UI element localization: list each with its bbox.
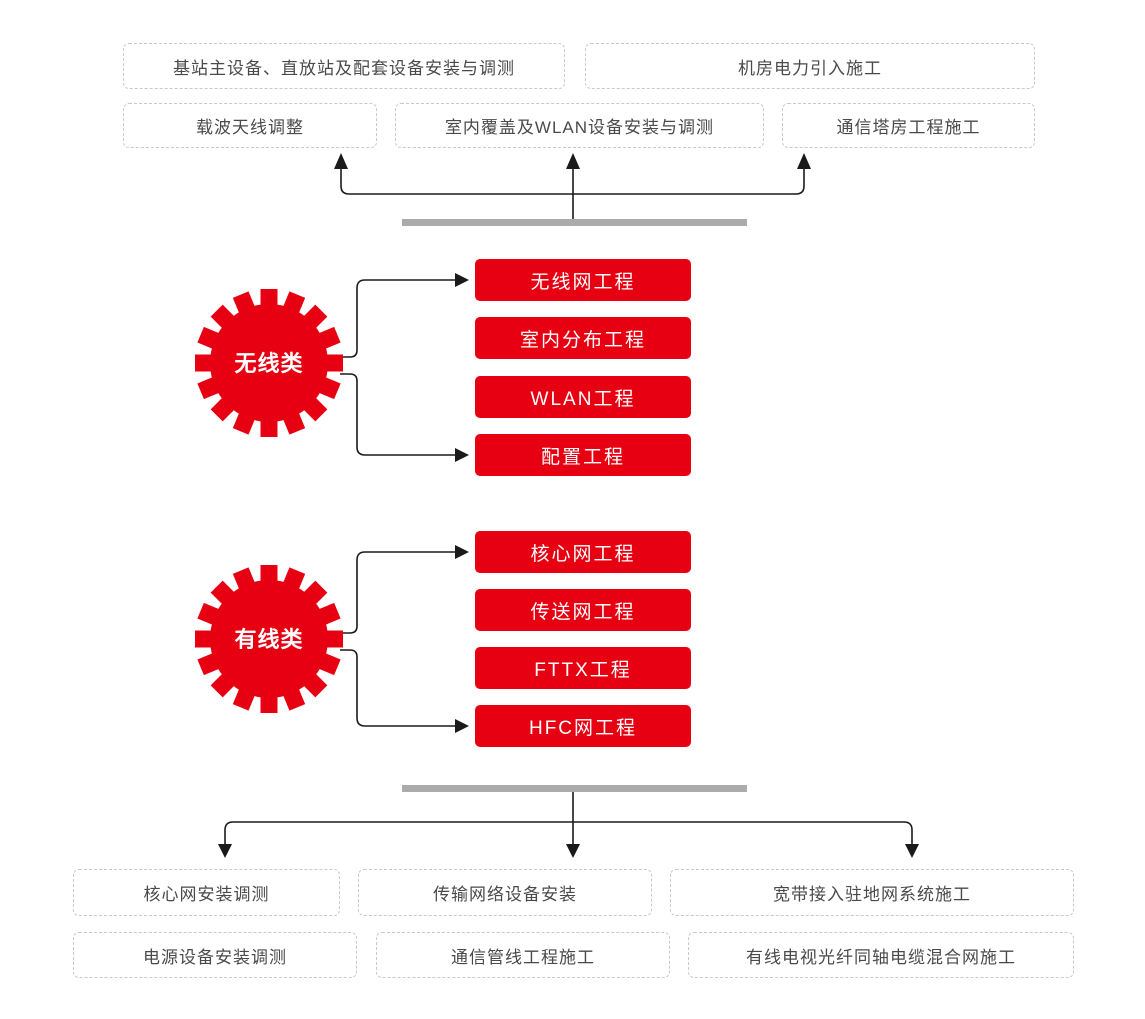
bottom-bracket-line [224, 821, 913, 846]
arrow-right-wireless-top [455, 273, 469, 287]
node-broadband-access: 宽带接入驻地网系统施工 [670, 869, 1074, 916]
node-base-station-equipment: 基站主设备、直放站及配套设备安装与调测 [123, 43, 565, 89]
arrow-right-wired-bottom [455, 719, 469, 733]
arrow-right-wired-top [455, 545, 469, 559]
item-configuration: 配置工程 [475, 434, 691, 476]
gear-wired-label: 有线类 [234, 627, 303, 652]
wireless-upper-line [340, 279, 456, 358]
node-power-introduction: 机房电力引入施工 [585, 43, 1035, 89]
arrow-up-left [334, 153, 348, 169]
arrow-down-right [905, 844, 919, 858]
arrow-down-left [218, 844, 232, 858]
top-divider-bar [402, 219, 747, 226]
divider-bars [402, 219, 747, 792]
arrow-right-wireless-bottom [455, 448, 469, 462]
item-transmission-network: 传送网工程 [475, 589, 691, 631]
arrow-down-middle [566, 844, 580, 858]
wired-upper-line [340, 551, 456, 634]
arrow-up-middle [566, 153, 580, 169]
item-fttx: FTTX工程 [475, 647, 691, 689]
gear-wireless-label: 无线类 [234, 351, 303, 376]
node-pipeline-construction: 通信管线工程施工 [376, 932, 670, 978]
node-catv-hybrid-network: 有线电视光纤同轴电缆混合网施工 [688, 932, 1074, 978]
arrow-up-right [797, 153, 811, 169]
wired-lower-line [340, 649, 456, 727]
node-indoor-coverage-wlan: 室内覆盖及WLAN设备安装与调测 [395, 103, 764, 148]
item-indoor-distribution: 室内分布工程 [475, 317, 691, 359]
node-communication-tower: 通信塔房工程施工 [782, 103, 1035, 148]
arrowheads [218, 153, 919, 858]
node-core-network-install: 核心网安装调测 [73, 869, 340, 916]
node-power-equipment-install: 电源设备安装调测 [73, 932, 357, 978]
bottom-divider-bar [402, 785, 747, 792]
item-core-network: 核心网工程 [475, 531, 691, 573]
node-carrier-antenna: 载波天线调整 [123, 103, 377, 148]
wireless-lower-line [340, 373, 456, 456]
gear-wireless-icon [195, 289, 343, 437]
item-wlan: WLAN工程 [475, 376, 691, 418]
node-transmission-equipment-install: 传输网络设备安装 [358, 869, 652, 916]
gear-wired-icon [195, 565, 343, 713]
item-hfc-network: HFC网工程 [475, 705, 691, 747]
item-wireless-network: 无线网工程 [475, 259, 691, 301]
connector-lines [224, 168, 913, 846]
